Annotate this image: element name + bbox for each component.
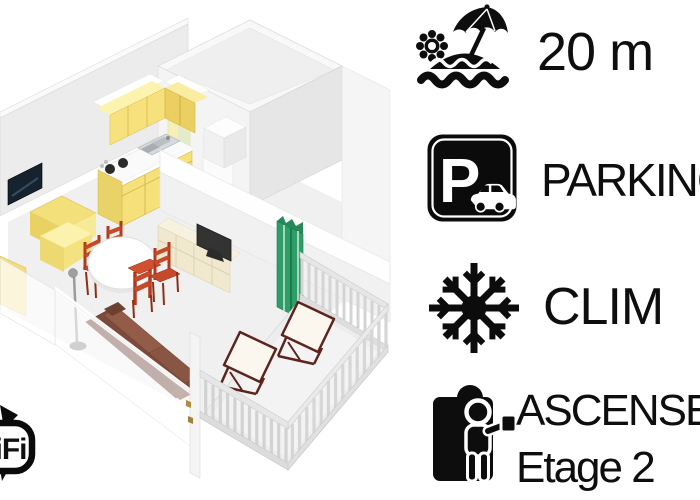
snowflake-icon: [429, 263, 519, 353]
green-curtain: [276, 216, 304, 321]
media-unit: [157, 217, 241, 294]
sun-icon: [416, 30, 448, 62]
parking-letter: P: [439, 147, 480, 216]
amenity-elevator-label: ASCENSEUR: [516, 386, 700, 435]
amenity-elevator-floor: Etage 2: [516, 443, 656, 493]
wifi-label: WiFi: [0, 433, 27, 466]
elevator-icon: [433, 385, 518, 483]
front-wall: [0, 257, 201, 479]
car-icon: [470, 183, 516, 213]
amenity-clim: CLIM: [543, 278, 664, 336]
appliance-box: [203, 116, 247, 169]
red-chair-bottom: [127, 258, 162, 319]
parking-icon: P: [427, 134, 517, 222]
dining-set: [82, 221, 181, 319]
beach-umbrella-icon: [416, 4, 509, 89]
deck-chair-right: [276, 300, 336, 366]
balcony-railing-front: [199, 369, 289, 471]
kitchen-sink: [137, 133, 181, 156]
amenity-parking: PARKING: [541, 154, 700, 206]
wall-tv: [7, 162, 43, 206]
media-tv: [196, 223, 232, 262]
red-chair-right: [149, 242, 181, 306]
wifi-badge: WiFi: [0, 405, 36, 481]
amenity-elevator: ASCENSEUR Etage 2: [516, 382, 700, 496]
kitchen: [92, 73, 210, 227]
amenity-beach-distance: 20 m: [537, 22, 654, 82]
balcony-railing-right: [287, 303, 389, 471]
partition-wall: [159, 149, 391, 323]
balcony: [199, 251, 389, 471]
person-icon: [464, 398, 518, 483]
stove: [100, 158, 128, 174]
